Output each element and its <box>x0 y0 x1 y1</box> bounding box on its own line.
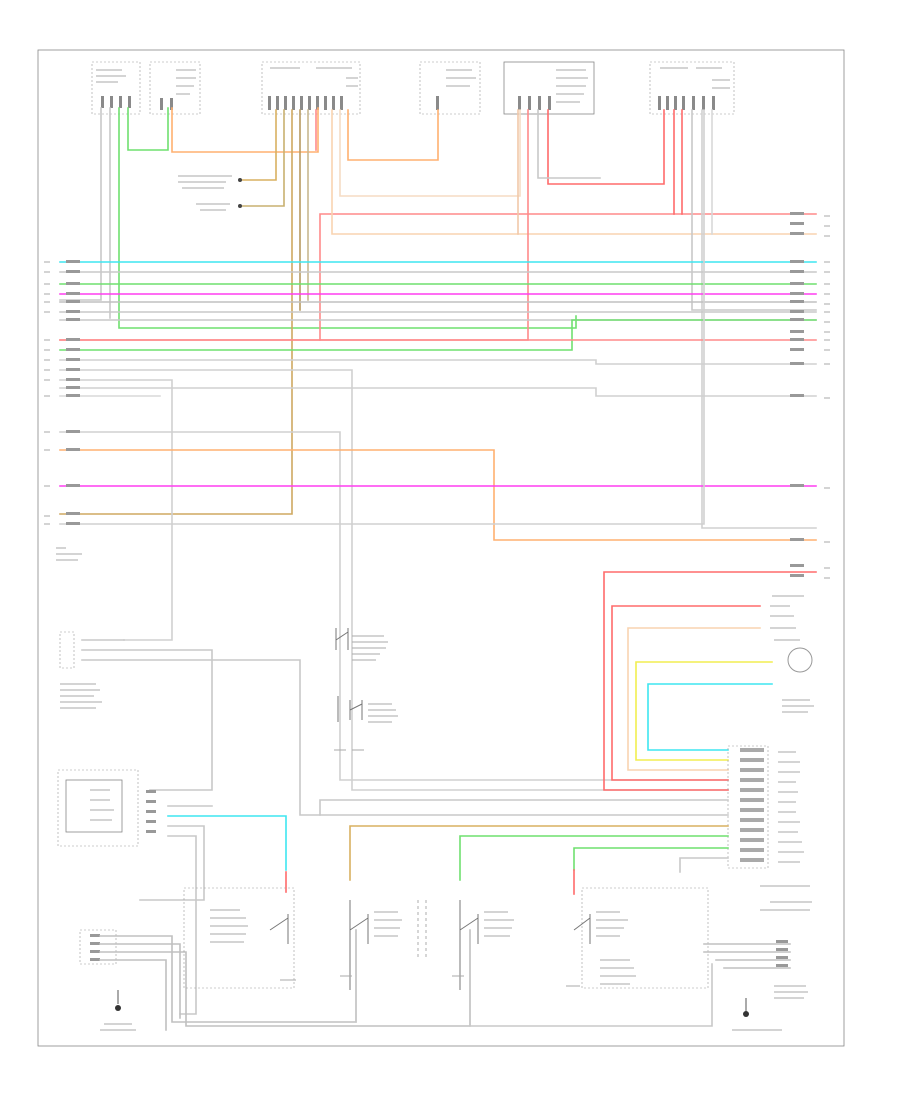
ground-label-left <box>100 1023 136 1031</box>
bus-gray-7 <box>59 379 173 641</box>
wire-green-module-2 <box>573 847 729 871</box>
wire-gray-bottom-loop <box>355 963 713 1027</box>
top-component-5 <box>503 61 595 115</box>
bus-gray-10 <box>59 431 729 781</box>
wire-gray-module <box>679 857 729 873</box>
left-switch-component <box>59 631 729 816</box>
wire-peach-right <box>627 627 761 771</box>
wire-red-right-b <box>611 605 761 781</box>
wire-tan-main <box>59 109 293 515</box>
bottom-switch-group-4 <box>566 887 709 989</box>
top-component-4 <box>419 61 481 115</box>
wire-gray-comp6-a <box>691 109 817 311</box>
bottom-left-control-unit <box>57 769 156 847</box>
right-pin-ticks <box>824 215 830 579</box>
wire-gray-bottom-right <box>703 943 791 969</box>
wire-green-long <box>118 107 577 329</box>
wire-red-comp5-down <box>59 109 529 341</box>
ground-symbol-icon <box>732 998 782 1031</box>
bus-gray-8 <box>59 387 817 397</box>
splice-labels <box>178 175 232 211</box>
diagram-frame <box>37 49 845 1047</box>
right-sensor-labels <box>770 595 814 713</box>
top-component-2 <box>149 61 201 115</box>
ground-symbol-icon <box>115 990 121 1011</box>
wire-peach-a <box>331 109 817 235</box>
wire-gray-bottom-c <box>167 835 197 1015</box>
bottom-switch-group-2 <box>340 900 402 990</box>
wire-gray-module-2 <box>319 799 729 816</box>
wire-green-top-left <box>127 107 169 151</box>
wire-cyan-bottom <box>167 815 287 871</box>
bottom-switch-group-3 <box>452 900 514 990</box>
wire-green-module <box>459 835 729 881</box>
center-switch-2 <box>334 696 398 751</box>
top-box-text-lines <box>96 67 730 103</box>
wire-tan-a <box>239 109 277 181</box>
bus-gray-6 <box>59 369 729 791</box>
wire-red-comp5 <box>547 109 665 185</box>
sensor-circle-icon <box>787 647 813 673</box>
top-component-3 <box>261 61 361 115</box>
splice-points <box>238 178 242 208</box>
wire-orange-top <box>171 107 319 153</box>
bottom-switch-group-1 <box>183 887 296 989</box>
bottom-right-module <box>760 885 812 999</box>
wire-red-right-a <box>603 571 817 791</box>
left-side-label-block <box>56 547 82 561</box>
wire-tan-module <box>349 825 729 881</box>
left-terminal-markers <box>66 260 80 525</box>
wire-tan-b <box>239 109 285 207</box>
center-switch-1 <box>335 628 388 661</box>
wire-gray-comp6-b <box>701 109 817 529</box>
wire-cyan-right <box>647 683 773 751</box>
wire-orange-mid <box>347 109 439 161</box>
top-component-1 <box>91 61 141 115</box>
bottom-left-connector <box>79 929 471 1031</box>
bus-green-2 <box>59 319 817 351</box>
right-module-pins <box>727 745 804 869</box>
wire-gray-comp5 <box>537 109 601 179</box>
wire-peach-b <box>339 109 521 197</box>
bus-gray-11 <box>59 109 705 525</box>
left-pin-ticks <box>44 261 50 525</box>
right-terminal-markers <box>790 212 804 577</box>
wire-gray-bottom-b <box>139 825 205 901</box>
bottom-separator-dashes <box>417 900 427 960</box>
bus-orange <box>59 449 817 541</box>
wire-yellow-right <box>635 661 773 761</box>
bus-gray-5 <box>59 359 817 365</box>
wire-red-loop <box>319 213 817 341</box>
